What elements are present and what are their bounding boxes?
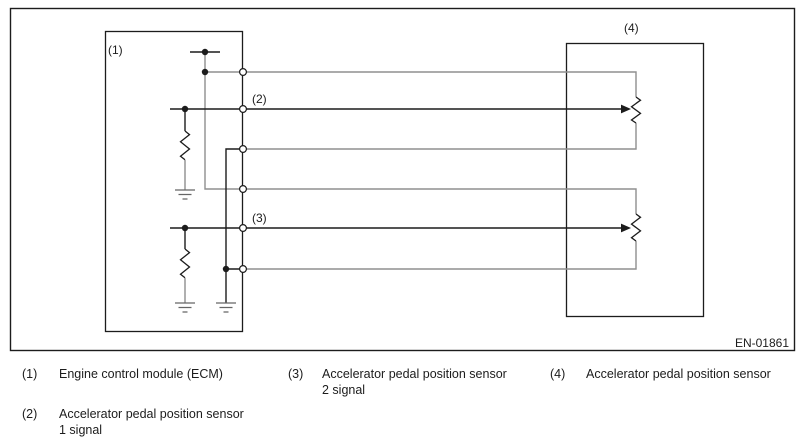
terminal-circle [239,104,248,113]
resistors [179,96,642,279]
legend-number: (3) [288,367,304,381]
sensor-box [565,42,705,318]
label-signal1: (2) [252,92,267,106]
return-wire-from-pot1 [243,123,637,150]
junction-dot [181,105,189,113]
legend-line: 1 signal [59,423,103,437]
legend-text: Accelerator pedal position sensor 2 sign… [322,366,507,398]
legend-number: (4) [550,367,566,381]
supply-wire-to-pot1 [205,71,637,97]
legend-text: Accelerator pedal position sensor [586,366,771,382]
ground-icon-3 [216,302,236,313]
junction-dot [201,68,209,76]
ecm-ground-return-wire [225,148,243,303]
legend-number: (2) [22,407,38,421]
figure-id: EN-01861 [735,336,789,350]
label-ecm: (1) [108,43,123,57]
legend-line: 2 signal [322,383,366,397]
ecm-box [104,30,244,333]
legend-item-1: (1) Engine control module (ECM) [22,366,223,382]
terminal-circle [239,67,248,76]
label-sensor: (4) [624,21,639,35]
legend-line: Engine control module (ECM) [59,367,223,381]
legend-text: Engine control module (ECM) [59,366,223,382]
legend-line: Accelerator pedal position sensor [59,407,244,421]
signal-wires [170,51,631,303]
legend-item-3: (3) Accelerator pedal position sensor 2 … [288,366,507,398]
return-wire-from-pot2 [243,241,637,270]
ecm-pulldown-resistor-1-icon [179,130,191,161]
junction-dots [181,48,230,273]
ground-icon-1 [175,189,195,200]
terminal-circle [239,224,248,233]
junction-dot [222,265,230,273]
terminal-circle [239,265,248,274]
signal2-wiper-arrow-icon [621,223,631,233]
legend-item-4: (4) Accelerator pedal position sensor [550,366,771,382]
potentiometer-2-icon [630,213,642,242]
legend-text: Accelerator pedal position sensor 1 sign… [59,406,244,438]
signal1-wiper-arrow-icon [621,104,631,114]
supply-and-return-wires [184,52,637,303]
terminal-circle [239,185,248,194]
legend-line: Accelerator pedal position sensor [322,367,507,381]
callout-labels: (1) (2) (3) (4) EN-01861 [108,21,789,350]
diagram-frame [9,7,796,352]
ecm-pulldown-resistor-2-icon [179,248,191,279]
supply-wire-to-pot2 [204,52,637,214]
terminal-circle [239,145,248,154]
legend-item-2: (2) Accelerator pedal position sensor 1 … [22,406,244,438]
junction-dot [181,224,189,232]
legend-line: Accelerator pedal position sensor [586,367,771,381]
ground-icon-2 [175,302,195,313]
connector-terminals [239,67,248,274]
label-signal2: (3) [252,211,267,225]
legend-number: (1) [22,367,38,381]
junction-dot [201,48,209,56]
potentiometer-1-icon [630,96,642,124]
ground-symbols [175,189,236,313]
